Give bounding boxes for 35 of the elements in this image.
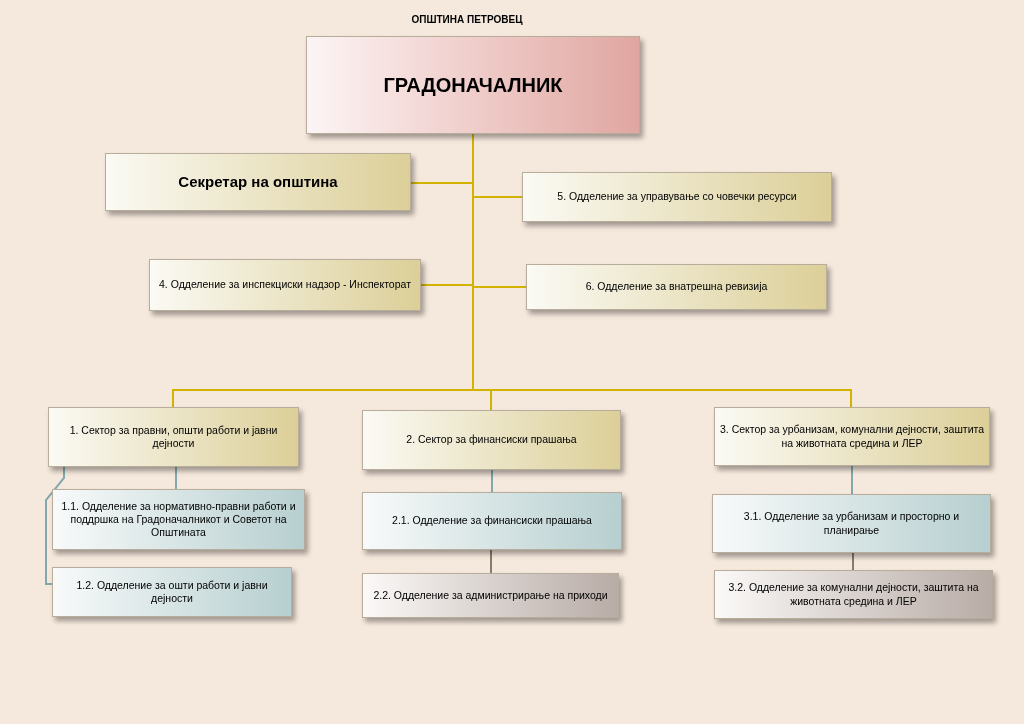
box-label: 4. Одделение за инспекциски надзор - Инспекторат [159, 278, 411, 292]
box-label: 2. Сектор за финансиски прашања [406, 433, 577, 447]
box-label: 6. Одделение за внатрешна ревизија [585, 280, 768, 294]
org-box [362, 410, 621, 470]
org-box [52, 567, 292, 617]
org-box [362, 573, 619, 618]
connector-line [490, 549, 492, 574]
org-box [714, 570, 993, 619]
connector-line [491, 469, 493, 493]
box-label: 3.2. Одделение за комунални дејности, заштита на животната средина и ЛЕР [727, 581, 980, 608]
box-label: 1.1. Одделение за нормативно-правни работи и поддршка на Градоначалникот и Советот на Општината [60, 499, 297, 540]
box-label: 5. Одделение за управување со човечки ресурси [557, 190, 797, 204]
connector-line [852, 552, 854, 571]
box-label: 1. Сектор за правни, општи работи и јавни дејности [68, 423, 279, 451]
connector-line [851, 465, 853, 495]
box-label: 3. Сектор за урбанизам, комунални дејности, заштита на животната средина и ЛЕР [719, 423, 985, 450]
box-label: 1.2. Одделение за ошти работи и јавни дејности [75, 578, 269, 606]
org-box [105, 153, 411, 211]
org-box [714, 407, 990, 466]
org-box [362, 492, 622, 550]
org-box [522, 172, 832, 222]
connector-line [175, 466, 177, 490]
box-label: ГРАДОНАЧАЛНИК [383, 72, 563, 98]
box-label: Секретар на општина [178, 172, 338, 192]
box-label: 3.1. Одделение за урбанизам и просторно и планирање [742, 510, 961, 537]
org-box [712, 494, 991, 553]
org-box [526, 264, 827, 310]
box-label: 2.1. Одделение за финансиски прашања [392, 514, 592, 528]
org-box [52, 489, 305, 550]
connector-line [45, 466, 65, 585]
box-label: 2.2. Одделение за администрирање на приходи [373, 588, 608, 603]
org-box [48, 407, 299, 467]
org-box [149, 259, 421, 311]
org-box [306, 36, 640, 134]
diagram-title: ОПШТИНА ПЕТРОВЕЦ [410, 13, 524, 27]
